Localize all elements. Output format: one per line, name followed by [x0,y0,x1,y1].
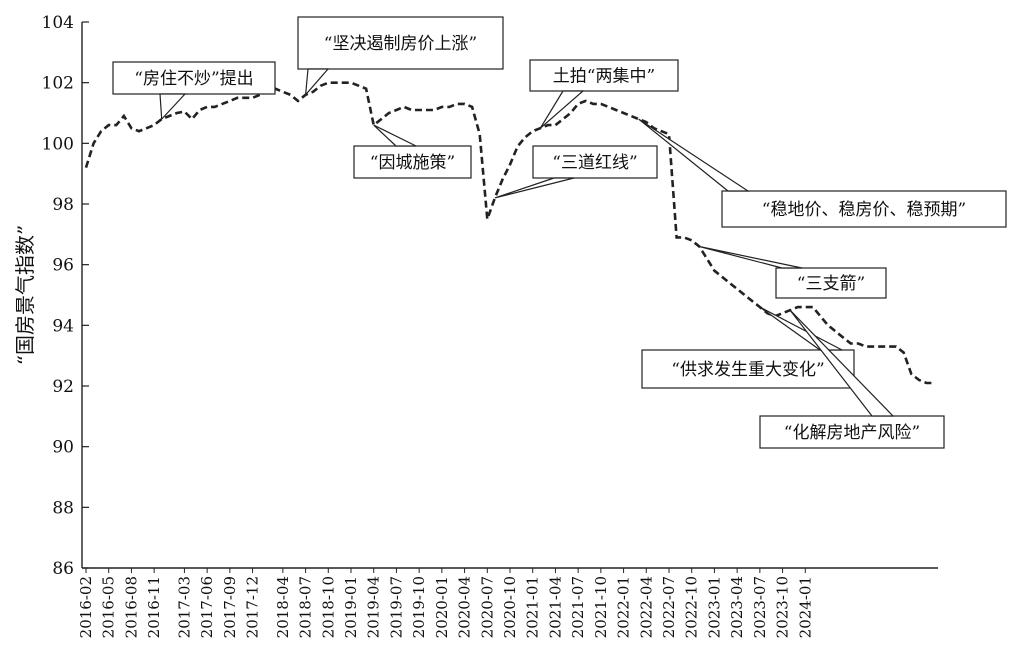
x-tick-label: 2017-09 [221,576,239,638]
annotation-label: “化解房地产风险” [784,423,920,443]
annotation-pointer [539,90,585,129]
annotation-box [641,349,855,389]
annotation-callout: “因城施策” [353,124,472,179]
annotation-callout: “供求发生重大变化” [641,306,855,389]
x-tick-label: 2023-04 [728,576,746,638]
x-tick-label: 2020-07 [478,576,496,638]
annotation-label: “三道红线” [552,153,637,173]
series-layer [84,81,934,385]
annotation-box [112,61,276,95]
x-tick-label: 2024-01 [796,576,814,638]
index-series-line [84,81,934,385]
annotation-box [759,415,945,449]
annotation-callout: “房住不炒”提出 [112,61,276,121]
annotation-label: 土拍“两集中” [553,67,655,87]
x-tick-label: 2020-04 [456,576,474,638]
annotation-label: “因城施策” [370,153,455,173]
x-tick-label: 2020-01 [433,576,451,638]
annotation-box [775,267,887,299]
x-tick-label: 2022-04 [637,576,655,638]
annotation-pointer [373,124,417,147]
x-tick-label: 2020-10 [501,576,519,638]
annotation-box [532,145,658,179]
y-tick-label: 90 [52,438,74,458]
x-tick-label: 2016-02 [77,576,95,638]
x-tick-label: 2022-07 [660,576,678,638]
x-tick-label: 2018-04 [274,576,292,638]
annotation-pointer [159,93,187,121]
y-ticks: 86 88 90 92 94 96 98 100 102 104 [42,13,89,579]
annotation-pointer [759,306,843,351]
annotation-pointer [638,118,751,192]
x-tick-label: 2023-07 [751,576,769,638]
annotations-layer: “房住不炒”提出 “坚决遏制房价上涨” “因城施策” 土拍“两集中” “三道红线” “稳地… [112,16,1007,449]
annotation-callout: “化解房地产风险” [759,309,945,449]
x-tick-label: 2018-10 [319,576,337,638]
y-tick-label: 96 [52,256,74,276]
y-tick-label: 86 [52,559,74,579]
annotation-pointer [699,245,803,269]
x-tick-label: 2021-10 [592,576,610,638]
x-tick-label: 2017-03 [175,576,193,638]
annotation-label: “三支箭” [797,274,865,294]
y-tick-label: 104 [42,13,74,33]
annotation-callout: “三支箭” [699,245,887,299]
annotation-pointer [789,309,895,417]
annotation-pointer [494,177,575,199]
x-tick-label: 2021-04 [546,576,564,638]
annotation-box [353,145,472,179]
x-tick-label: 2021-07 [569,576,587,638]
annotation-label: “房住不炒”提出 [134,69,253,89]
annotation-callout: “三道红线” [494,145,658,199]
x-tick-label: 2022-10 [683,576,701,638]
y-tick-label: 94 [52,316,74,336]
y-tick-label: 100 [42,134,74,154]
annotation-box [297,16,504,70]
x-tick-label: 2017-06 [198,576,216,638]
annotation-label: “坚决遏制房价上涨” [324,34,477,54]
x-tick-label: 2019-10 [410,576,428,638]
x-tick-label: 2019-07 [387,576,405,638]
y-axis-label: “国房景气指数” [13,225,37,365]
y-tick-label: 88 [52,498,74,518]
x-tick-label: 2019-04 [365,576,383,638]
annotation-pointer [304,68,330,97]
annotation-box [721,190,1007,228]
y-tick-label: 98 [52,195,74,215]
x-tick-label: 2019-01 [342,576,360,638]
annotation-box [529,59,679,92]
x-tick-label: 2016-05 [100,576,118,638]
annotation-label: “稳地价、稳房价、稳预期” [762,200,966,220]
x-tick-label: 2018-07 [297,576,315,638]
x-tick-label: 2016-08 [122,576,140,638]
annotation-label: “供求发生重大变化” [671,360,824,380]
annotation-callout: “坚决遏制房价上涨” [297,16,504,97]
x-tick-label: 2023-01 [705,576,723,638]
x-tick-label: 2021-01 [524,576,542,638]
x-tick-label: 2016-11 [145,576,163,638]
annotation-callout: 土拍“两集中” [529,59,679,129]
x-tick-label: 2022-01 [615,576,633,638]
x-tick-label: 2023-10 [774,576,792,638]
annotation-callout: “稳地价、稳房价、稳预期” [638,118,1007,228]
y-tick-label: 102 [42,74,74,94]
y-tick-label: 92 [52,377,74,397]
x-tick-label: 2017-12 [244,576,262,638]
